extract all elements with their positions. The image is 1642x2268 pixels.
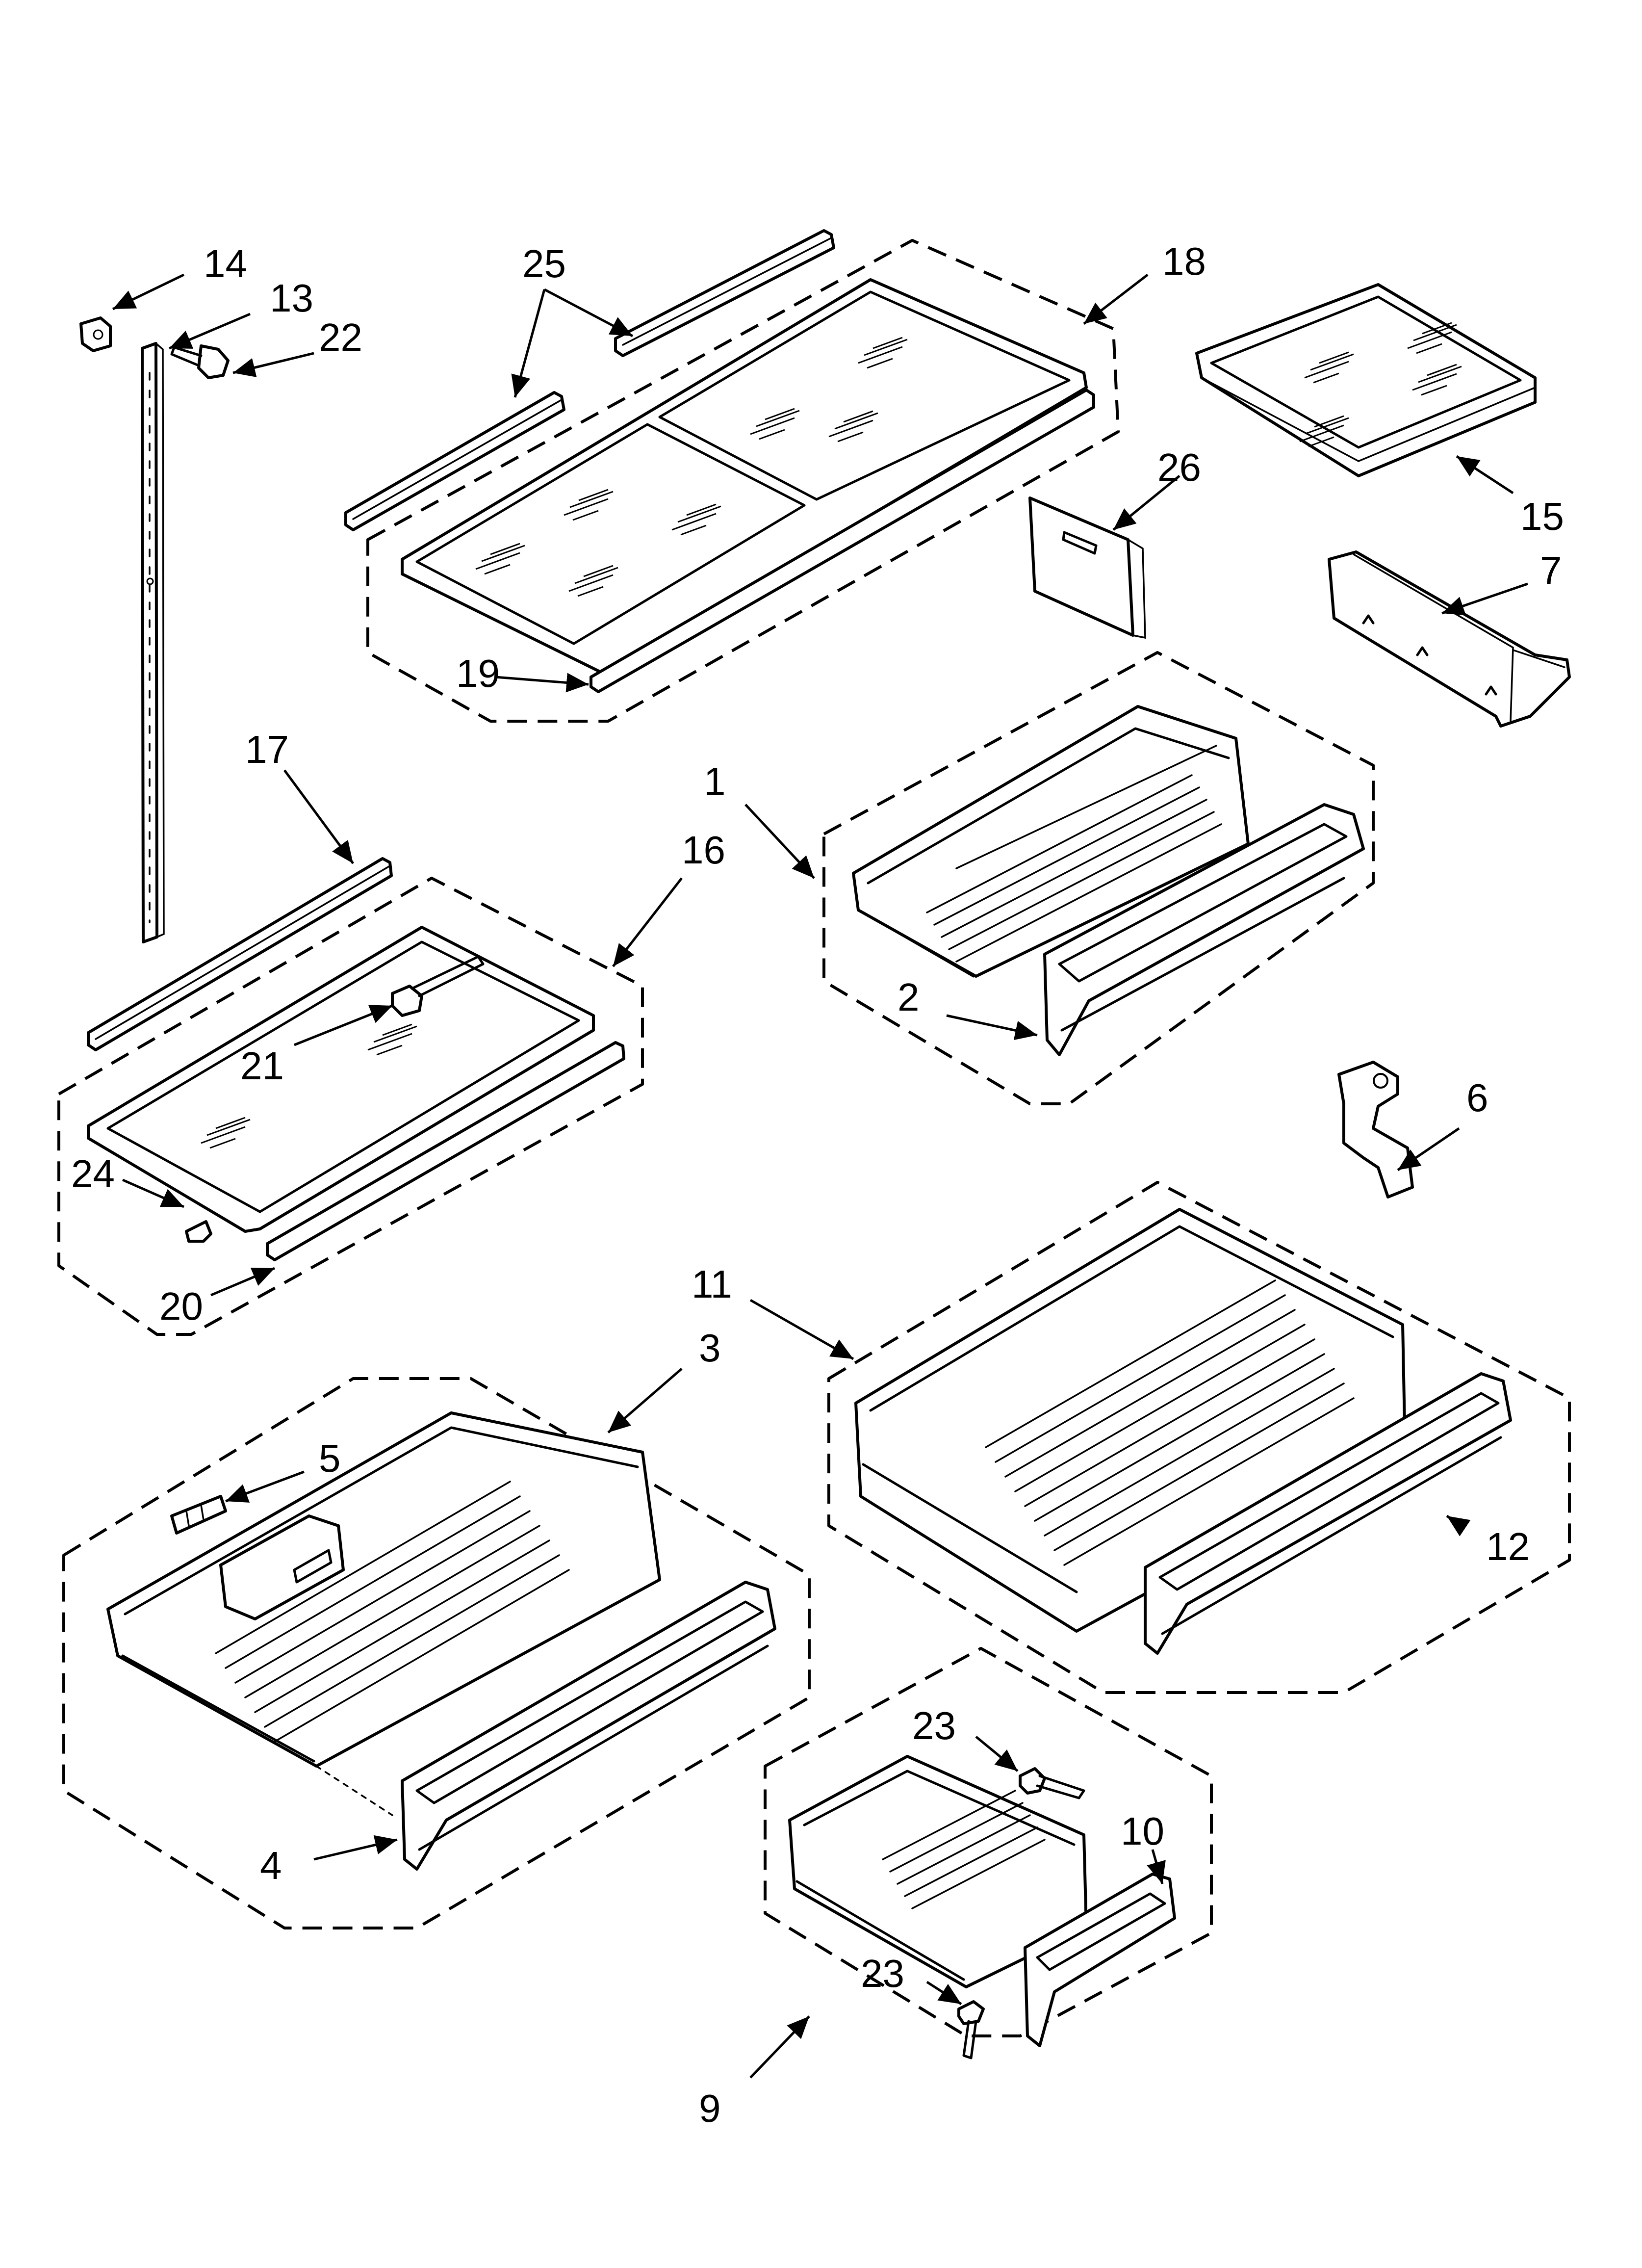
part-6-bracket	[1337, 1061, 1414, 1199]
callout-19: 19	[456, 652, 500, 695]
part-13-shelf-rail	[141, 342, 165, 943]
part-2-crisper-cover	[1043, 803, 1365, 1056]
callout-16: 16	[682, 828, 725, 872]
part-3-drawer-bin	[106, 1411, 661, 1816]
callout-11: 11	[692, 1262, 732, 1306]
part-12-drawer-cover	[1144, 1372, 1512, 1655]
part-25-shelf-trim-right	[614, 229, 835, 357]
callout-17: 17	[245, 728, 289, 771]
callout-23-lower: 23	[861, 1952, 904, 1995]
part-4-drawer-cover	[401, 1581, 776, 1871]
callout-18: 18	[1162, 239, 1206, 283]
callout-6: 6	[1466, 1076, 1488, 1120]
part-16-shelf-assembly-outline	[57, 877, 644, 1336]
callout-14: 14	[204, 242, 247, 286]
leader-lines	[112, 273, 1528, 2079]
part-26-divider	[1028, 496, 1146, 639]
part-5-control-knob	[170, 1495, 227, 1535]
part-1-crisper-assembly-outline	[822, 651, 1375, 1105]
callout-9: 9	[699, 2086, 721, 2130]
callout-26: 26	[1157, 445, 1201, 489]
callout-labels: 14 13 22 25 18 19 26 15 7 17 1 16 2 21 6…	[71, 239, 1564, 2130]
callout-1: 1	[704, 759, 726, 803]
callout-2: 2	[898, 975, 920, 1019]
part-18-shelf-assembly-outline	[366, 239, 1120, 723]
callout-15: 15	[1520, 495, 1564, 538]
part-16-glass-shelf	[87, 926, 595, 1233]
callout-23-upper: 23	[912, 1704, 956, 1747]
callout-13: 13	[270, 276, 313, 320]
part-21-screw	[391, 955, 485, 1017]
part-22-screw	[170, 344, 230, 379]
part-17-shelf-trim-rear	[87, 857, 393, 1051]
part-14-rail-cap	[79, 316, 112, 352]
callout-5: 5	[319, 1436, 341, 1480]
part-7-drawer-channel	[1328, 550, 1571, 728]
callout-7: 7	[1540, 548, 1562, 592]
part-11-drawer-assembly-outline	[827, 1181, 1571, 1694]
part-9-drawer-assembly-outline	[764, 1647, 1213, 2037]
callout-21: 21	[240, 1044, 284, 1088]
callout-24: 24	[71, 1152, 115, 1196]
part-5-control-housing	[219, 1514, 345, 1620]
callout-20: 20	[159, 1284, 203, 1328]
part-15-small-glass-shelf	[1195, 283, 1537, 477]
part-23-screw-lower	[957, 2000, 985, 2059]
part-20-shelf-trim-front	[266, 1041, 625, 1261]
part-25-shelf-trim-left	[344, 391, 565, 531]
part-19-shelf-trim-front	[590, 389, 1095, 693]
callout-25: 25	[522, 242, 566, 286]
part-1-crisper-bin	[852, 705, 1250, 978]
part-18-glass-shelf	[401, 278, 1088, 674]
part-24-clip	[185, 1220, 212, 1243]
part-23-screw-upper	[1019, 1767, 1085, 1799]
callout-10: 10	[1121, 1809, 1164, 1853]
part-3-drawer-assembly-outline	[62, 1377, 811, 1929]
callout-12: 12	[1486, 1525, 1530, 1568]
callout-4: 4	[260, 1844, 282, 1887]
callout-22: 22	[319, 315, 362, 359]
callout-3: 3	[699, 1326, 721, 1370]
part-11-drawer-bin	[854, 1208, 1407, 1633]
